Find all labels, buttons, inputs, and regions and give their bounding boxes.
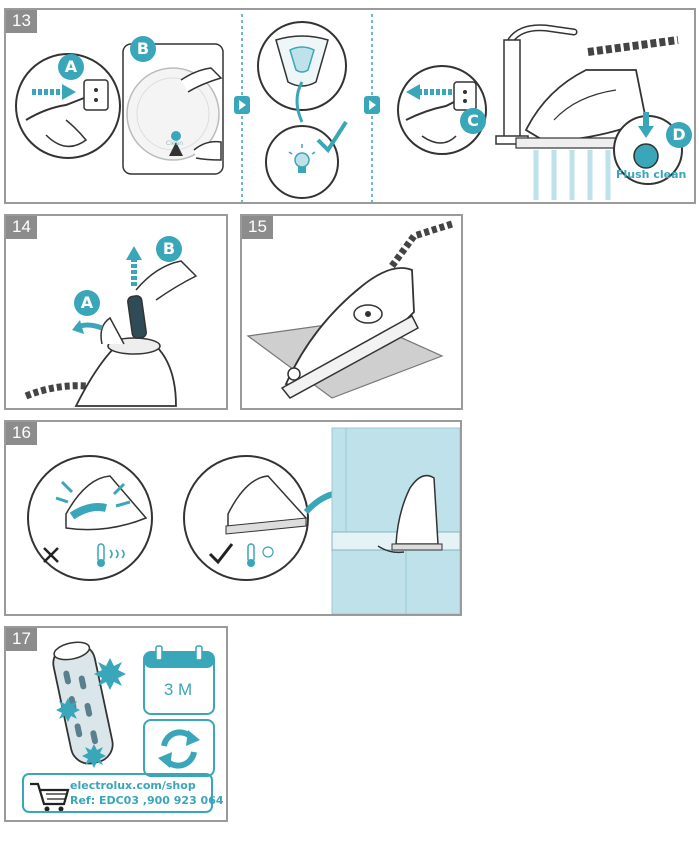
- step-label-b: B: [156, 236, 182, 262]
- panel-15-illustration: [246, 220, 454, 399]
- panel-13: 13: [4, 8, 696, 204]
- panel-13-illustration: [15, 14, 683, 202]
- panel-17-illustration: [30, 641, 215, 812]
- panel-15: 15: [240, 214, 463, 410]
- interval-label: 3 M: [163, 680, 193, 699]
- panel-14-illustration: [24, 246, 198, 407]
- panel-14: 14 B A: [4, 214, 228, 410]
- filter-cartridge: [52, 641, 114, 765]
- panel-number: 15: [242, 216, 273, 239]
- calendar-icon: [143, 645, 215, 715]
- step-label-a: A: [74, 290, 100, 316]
- refresh-icon: [143, 719, 215, 777]
- shop-info-box: electrolux.com/shop Ref: EDC03 ,900 923 …: [22, 773, 224, 813]
- panel-number: 17: [6, 628, 37, 651]
- panel-17: 17: [4, 626, 228, 822]
- flush-clean-label: Flush clean: [616, 168, 687, 181]
- step-label-c: C: [460, 108, 486, 134]
- panel-16-illustration: [27, 427, 460, 614]
- panel-16: 16: [4, 420, 462, 616]
- cart-icon: [30, 782, 70, 812]
- cross-icon: [43, 547, 59, 563]
- panel-number: 13: [6, 10, 37, 33]
- shop-url[interactable]: electrolux.com/shop: [70, 779, 196, 792]
- step-label-d: D: [666, 122, 692, 148]
- step-label-b: B: [130, 36, 156, 62]
- panel-number: 14: [6, 216, 37, 239]
- panel-number: 16: [6, 422, 37, 445]
- shop-reference: Ref: EDC03 ,900 923 064: [70, 794, 224, 807]
- step-label-a: A: [58, 54, 84, 80]
- dial-clean-label: Clean: [166, 140, 184, 147]
